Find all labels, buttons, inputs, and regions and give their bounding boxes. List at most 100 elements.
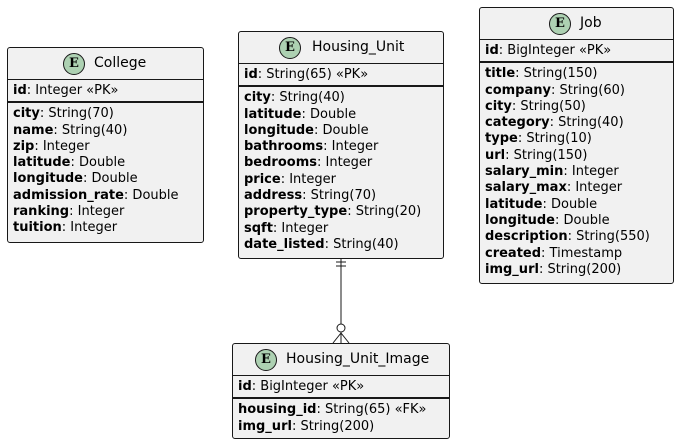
attribute-row: ranking: Integer (13, 204, 203, 220)
attribute-type: : String(65) «PK» (257, 67, 369, 82)
entity-header: E Job (480, 8, 673, 39)
primary-key-section: id: BigInteger «PK» (480, 39, 673, 61)
attribute-name: longitude (13, 171, 83, 187)
attribute-type: : String(50) (511, 98, 586, 114)
entity-title: College (94, 55, 147, 71)
attribute-row: latitude: Double (485, 197, 673, 213)
attribute-row: longitude: Double (244, 123, 443, 139)
attribute-name: property_type (244, 204, 348, 220)
attribute-type: : String(70) (39, 106, 114, 122)
attribute-type: : String(10) (517, 131, 592, 147)
attribute-row: housing_id: String(65) «FK» (238, 402, 449, 418)
attribute-row: id: BigInteger «PK» (485, 43, 673, 59)
attribute-name: city (485, 98, 512, 114)
attribute-type: : Double (555, 212, 610, 228)
attribute-row: id: BigInteger «PK» (238, 379, 449, 395)
entity-housing-unit[interactable]: E Housing_Unit id: String(65) «PK» city:… (238, 31, 444, 259)
attribute-type: : Double (83, 171, 138, 187)
attribute-type: : String(65) «FK» (316, 402, 427, 418)
entity-icon: E (549, 13, 571, 35)
attribute-name: id (13, 83, 27, 98)
attribute-name: url (485, 147, 506, 163)
attribute-name: title (485, 66, 516, 82)
attribute-row: longitude: Double (485, 213, 673, 229)
attribute-name: id (485, 43, 499, 58)
attribute-section: title: String(150)company: String(60)cit… (480, 61, 673, 280)
attribute-row: bedrooms: Integer (244, 155, 443, 171)
attribute-row: zip: Integer (13, 139, 203, 155)
attribute-name: created (485, 245, 542, 261)
attribute-type: : Integer «PK» (26, 83, 119, 98)
attribute-name: salary_max (485, 180, 567, 196)
relationship-housing-unit-to-image (332, 259, 350, 344)
attribute-name: date_listed (244, 236, 325, 252)
entity-header: E Housing_Unit_Image (233, 344, 449, 375)
attribute-name: housing_id (238, 402, 317, 418)
attribute-type: : Double (542, 196, 598, 212)
attribute-name: bedrooms (244, 155, 317, 171)
attribute-name: latitude (13, 155, 71, 171)
primary-key-section: id: BigInteger «PK» (233, 375, 449, 397)
entity-icon: E (279, 37, 301, 59)
attribute-name: salary_min (485, 164, 564, 180)
attribute-name: city (13, 106, 40, 122)
attribute-type: : Integer (280, 171, 336, 187)
attribute-row: price: Integer (244, 172, 443, 188)
attribute-type: : String(40) (53, 122, 128, 138)
attribute-row: sqft: Integer (244, 221, 443, 237)
attribute-type: : String(60) (551, 82, 625, 98)
attribute-row: admission_rate: Double (13, 188, 203, 204)
attribute-row: type: String(10) (485, 131, 673, 147)
attribute-row: description: String(550) (485, 229, 673, 245)
entity-header: E College (8, 48, 203, 79)
entity-housing-unit-image[interactable]: E Housing_Unit_Image id: BigInteger «PK»… (232, 343, 450, 439)
attribute-type: : String(40) (549, 115, 624, 131)
attribute-name: img_url (485, 261, 539, 277)
attribute-type: : String(200) (538, 261, 622, 277)
attribute-name: longitude (485, 212, 555, 228)
attribute-type: : Double (70, 155, 126, 171)
attribute-name: longitude (244, 122, 314, 138)
entity-job[interactable]: E Job id: BigInteger «PK» title: String(… (479, 7, 674, 284)
attribute-row: salary_min: Integer (485, 164, 673, 180)
attribute-row: id: String(65) «PK» (244, 67, 443, 83)
attribute-type: : Double (314, 122, 369, 138)
attribute-name: id (244, 67, 258, 82)
attribute-row: category: String(40) (485, 115, 673, 131)
attribute-row: url: String(150) (485, 148, 673, 164)
attribute-type: : String(150) (515, 66, 598, 82)
attribute-type: : Double (301, 106, 357, 122)
attribute-type: : Integer (272, 220, 329, 236)
attribute-type: : Timestamp (541, 245, 623, 261)
attribute-type: : String(20) (347, 204, 422, 220)
attribute-section: housing_id: String(65) «FK»img_url: Stri… (233, 397, 449, 437)
entity-title: Housing_Unit_Image (286, 351, 430, 367)
entity-college[interactable]: E College id: Integer «PK» city: String(… (7, 47, 204, 243)
attribute-row: date_listed: String(40) (244, 237, 443, 253)
attribute-type: : Integer (563, 164, 619, 180)
entity-icon: E (63, 53, 85, 75)
attribute-type: : String(200) (291, 418, 375, 434)
attribute-name: latitude (485, 196, 543, 212)
attribute-type: : Double (123, 187, 179, 203)
attribute-type: : Integer (61, 220, 118, 236)
attribute-name: address (244, 188, 303, 204)
attribute-name: sqft (244, 220, 273, 236)
attribute-name: type (485, 131, 518, 147)
attribute-type: : Integer (34, 138, 90, 154)
primary-key-section: id: Integer «PK» (8, 79, 203, 101)
attribute-type: : String(70) (302, 188, 377, 204)
entity-header: E Housing_Unit (239, 32, 443, 63)
attribute-type: : String(40) (324, 236, 399, 252)
cardinality-many-left (332, 332, 342, 344)
attribute-row: latitude: Double (244, 107, 443, 123)
attribute-section: city: String(70)name: String(40)zip: Int… (8, 101, 203, 238)
attribute-name: ranking (13, 204, 70, 220)
attribute-row: latitude: Double (13, 155, 203, 171)
cardinality-zero-circle (336, 323, 346, 333)
attribute-type: : Integer (317, 155, 373, 171)
attribute-name: zip (13, 138, 35, 154)
attribute-row: created: Timestamp (485, 246, 673, 262)
attribute-row: img_url: String(200) (238, 419, 449, 435)
